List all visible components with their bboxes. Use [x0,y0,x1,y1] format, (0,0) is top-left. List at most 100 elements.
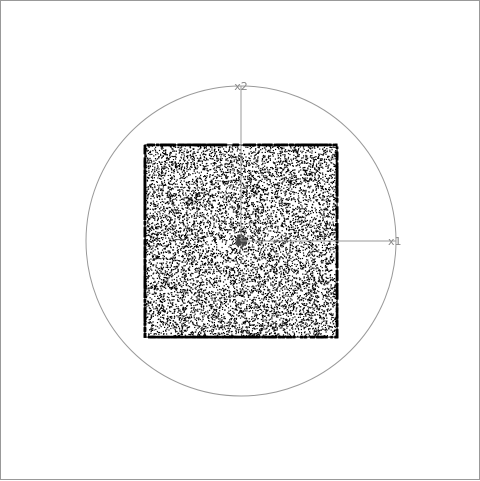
sample-point [225,325,227,327]
sample-point [177,250,179,252]
sample-point [165,192,167,194]
sample-point [188,173,190,175]
sample-point [260,285,262,287]
sample-point [288,160,290,162]
sample-point [196,204,198,206]
sample-point [164,183,166,185]
sample-point [152,222,154,224]
sample-point [323,152,325,154]
sample-point [281,301,283,303]
sample-point [274,271,276,274]
sample-point [303,162,305,164]
sample-point [223,316,225,318]
sample-point [230,253,232,255]
sample-point [323,238,326,240]
sample-point [238,159,241,161]
sample-point [196,301,198,303]
sample-point [161,298,163,300]
sample-point [163,160,166,163]
sample-point [188,229,190,231]
sample-point [257,305,259,307]
sample-point [320,213,323,215]
sample-point [161,148,163,150]
sample-point [258,281,260,283]
sample-point [228,147,231,149]
sample-point [279,249,281,251]
sample-point [162,190,164,192]
sample-point [179,260,181,262]
sample-point [182,193,184,195]
sample-point [318,256,320,258]
sample-point [310,185,312,187]
sample-point [275,314,277,316]
sample-point [226,253,228,255]
sample-point [220,234,222,236]
sample-point [239,317,242,319]
sample-point [198,267,200,269]
sample-point [261,239,264,241]
sample-point [279,325,281,327]
sample-point [243,293,245,295]
sample-point [205,248,207,250]
sample-point [332,305,334,307]
sample-point [176,238,178,241]
sample-point [252,320,254,322]
sample-point [322,191,324,194]
sample-point [166,156,168,158]
sample-point [216,244,218,246]
sample-point [324,207,326,209]
sample-point [257,210,259,212]
sample-point [235,193,237,195]
sample-point [319,254,321,256]
sample-point [203,266,205,268]
sample-point [243,164,245,167]
sample-point [261,284,263,286]
sample-point [313,255,315,257]
sample-point [276,287,278,290]
sample-point [181,186,183,188]
sample-point [317,323,319,325]
sample-point [281,148,283,150]
sample-point [195,250,197,252]
sample-point [201,279,203,281]
sample-point [168,213,170,215]
sample-point [288,192,291,194]
sample-point [244,310,246,312]
sample-point [211,332,213,334]
sample-point [210,253,212,255]
sample-point [151,225,153,227]
sample-point [316,304,318,307]
sample-point [169,161,171,163]
sample-point [281,151,284,153]
sample-point [172,199,174,201]
sample-point [191,225,193,227]
sample-point [312,308,314,310]
sample-point [168,196,170,199]
sample-point [192,203,194,205]
sample-point [234,309,236,311]
sample-point [312,258,314,260]
sample-point [335,168,337,171]
sample-point [220,237,222,239]
sample-point [242,312,244,314]
sample-point [174,308,176,310]
sample-point [230,159,232,162]
sample-point [204,334,206,336]
sample-point [265,298,267,300]
sample-point [252,205,254,208]
sample-point [290,224,292,226]
sample-point [168,299,170,301]
sample-point [154,269,157,271]
sample-point [282,329,284,331]
sample-point [332,317,334,319]
sample-point [241,276,243,278]
sample-point [287,199,289,201]
sample-point [231,160,233,162]
sample-point [189,183,191,185]
sample-point [227,256,229,258]
sample-point [335,205,337,207]
sample-point [326,203,328,205]
sample-point [321,283,323,285]
sample-point [319,312,321,314]
sample-point [194,243,196,245]
